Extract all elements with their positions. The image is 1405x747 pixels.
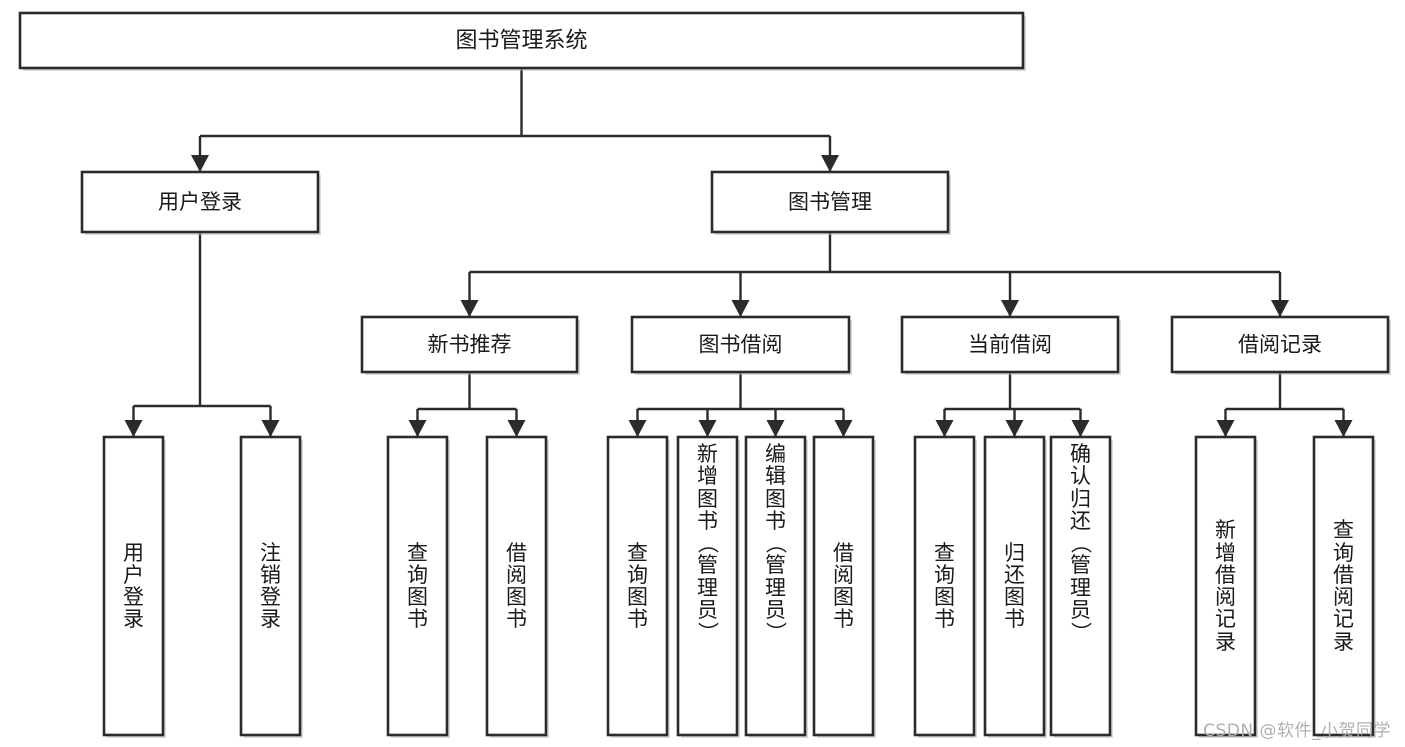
node-box-leaf-user-login[interactable] [102,435,165,737]
node-box-leaf-query-book-borrow[interactable] [606,435,669,737]
node-box-leaf-add-borrow-record[interactable] [1194,435,1257,737]
node-label-borrow-record: 借阅记录 [1238,333,1322,357]
node-box-user-login[interactable] [80,170,320,234]
node-box-borrow-record[interactable] [1170,315,1390,374]
node-box-layer [18,11,1391,738]
connector-arrowhead [507,420,526,437]
node-label-book-manage: 图书管理 [788,190,872,214]
connector-arrowhead [261,420,280,437]
node-label-book-borrow: 图书借阅 [699,333,783,357]
connector-arrowhead [821,155,839,172]
connector-arrowhead [731,300,750,317]
connector-arrowhead [124,420,143,437]
node-label-root: 图书管理系统 [455,29,587,54]
connector-arrowhead [628,420,647,437]
node-box-leaf-borrow-book[interactable] [812,435,875,737]
connector-arrowhead [460,300,479,317]
connector-arrowhead [698,420,717,437]
node-box-current-borrow[interactable] [900,315,1120,374]
node-box-leaf-add-book-admin[interactable] [676,435,739,737]
node-box-leaf-return-book[interactable] [983,435,1046,737]
connector-arrowhead [1271,300,1289,317]
node-box-book-manage[interactable] [710,170,950,234]
connector-arrowhead [834,420,853,437]
node-box-root[interactable] [18,11,1025,70]
node-label-user-login: 用户登录 [158,190,242,214]
connector-arrowhead [1334,420,1353,437]
node-box-leaf-borrow-book-recommend[interactable] [485,435,548,737]
node-box-new-book-recommend[interactable] [360,315,579,374]
connector-arrowhead [935,420,954,437]
node-label-new-book-recommend: 新书推荐 [428,333,512,357]
watermark-text: CSDN @软件_小贺同学 [1203,721,1391,741]
connector-arrowhead [1001,300,1019,317]
connector-layer [124,68,1353,437]
node-label-current-borrow: 当前借阅 [968,333,1052,357]
node-box-leaf-query-book-recommend[interactable] [386,435,449,737]
connector-arrowhead [1216,420,1235,437]
connector-arrowhead [191,155,209,172]
connector-arrowhead [766,420,785,437]
node-box-book-borrow[interactable] [630,315,851,374]
connector-arrowhead [1071,420,1090,437]
node-box-leaf-query-borrow-record[interactable] [1312,435,1375,737]
node-box-leaf-query-book-current[interactable] [913,435,976,737]
connector-arrowhead [1005,420,1024,437]
node-box-leaf-confirm-return-admin[interactable] [1049,435,1112,737]
connector-arrowhead [408,420,427,437]
node-box-leaf-logout-login[interactable] [239,435,302,737]
node-box-leaf-edit-book-admin[interactable] [744,435,807,737]
